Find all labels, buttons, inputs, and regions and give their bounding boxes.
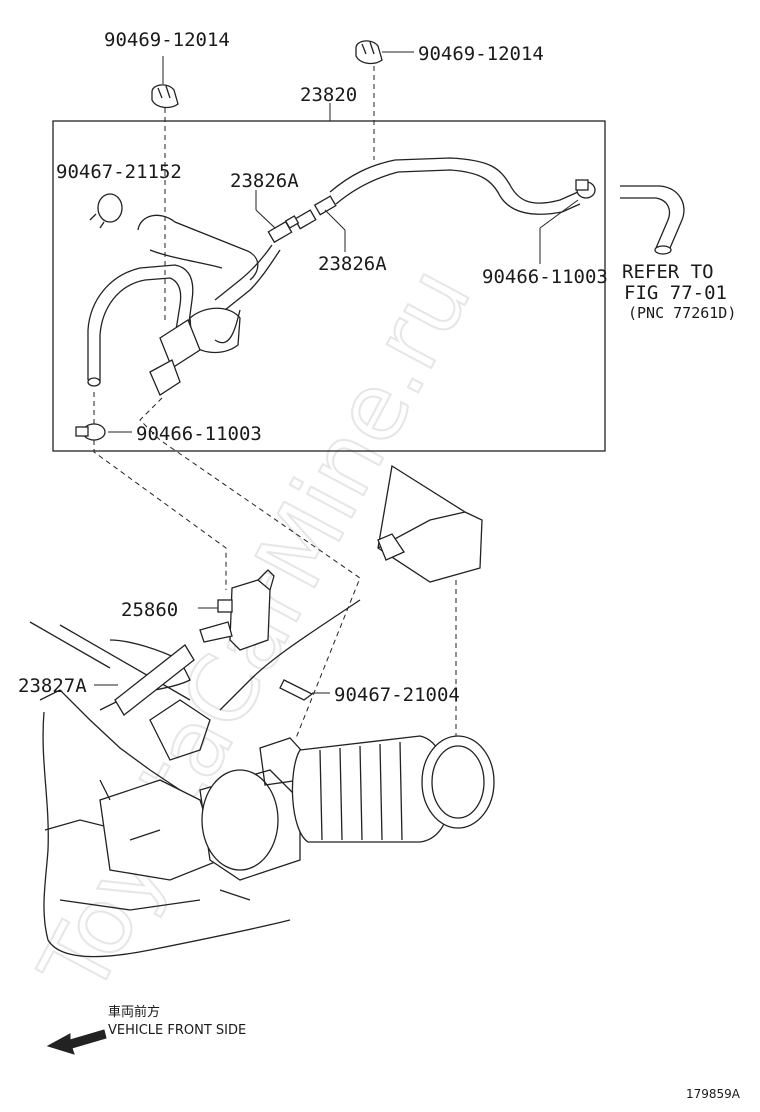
- label-hose-lower: 23827A: [18, 675, 87, 697]
- clip-left-part: [151, 84, 179, 109]
- label-clamp-left: 90466-11003: [136, 423, 262, 445]
- clamp-right-part: [575, 179, 596, 199]
- refer-hose: [620, 185, 685, 255]
- label-joint-lower: 23826A: [318, 253, 387, 275]
- label-hose-assembly: 23820: [300, 84, 357, 106]
- leader-lines: [94, 51, 579, 694]
- front-direction-arrow: [46, 1029, 107, 1055]
- dashed-connectors: [93, 66, 457, 740]
- refer-line-1: REFER TO: [622, 261, 714, 283]
- clip-right-part: [355, 40, 383, 65]
- refer-line-3: (PNC 77261D): [628, 304, 736, 322]
- label-clip-top-right: 90469-12014: [418, 43, 544, 65]
- direction-label-jp: 車両前方: [108, 1004, 160, 1020]
- illustration-id: 179859A: [686, 1087, 741, 1101]
- label-clip-lower: 90467-21004: [334, 684, 460, 706]
- label-clip-top-left: 90469-12014: [104, 29, 230, 51]
- vsv-part: [199, 569, 275, 651]
- label-plug: 90467-21152: [56, 161, 182, 183]
- direction-label-en: VEHICLE FRONT SIDE: [108, 1023, 246, 1038]
- upper-hose: [329, 157, 581, 215]
- hose-assembly-frame: [52, 120, 606, 452]
- plug-part: [89, 193, 123, 229]
- label-vsv: 25860: [121, 599, 178, 621]
- label-joint-upper: 23826A: [230, 170, 299, 192]
- joint-parts: [267, 195, 337, 244]
- left-hose-assembly: [87, 214, 281, 396]
- label-clamp-right: 90466-11003: [482, 266, 608, 288]
- lower-clip-part: [279, 679, 314, 701]
- clamp-left-part: [75, 423, 106, 441]
- refer-line-2: FIG 77-01: [624, 282, 727, 304]
- engine-illustration: [29, 464, 495, 958]
